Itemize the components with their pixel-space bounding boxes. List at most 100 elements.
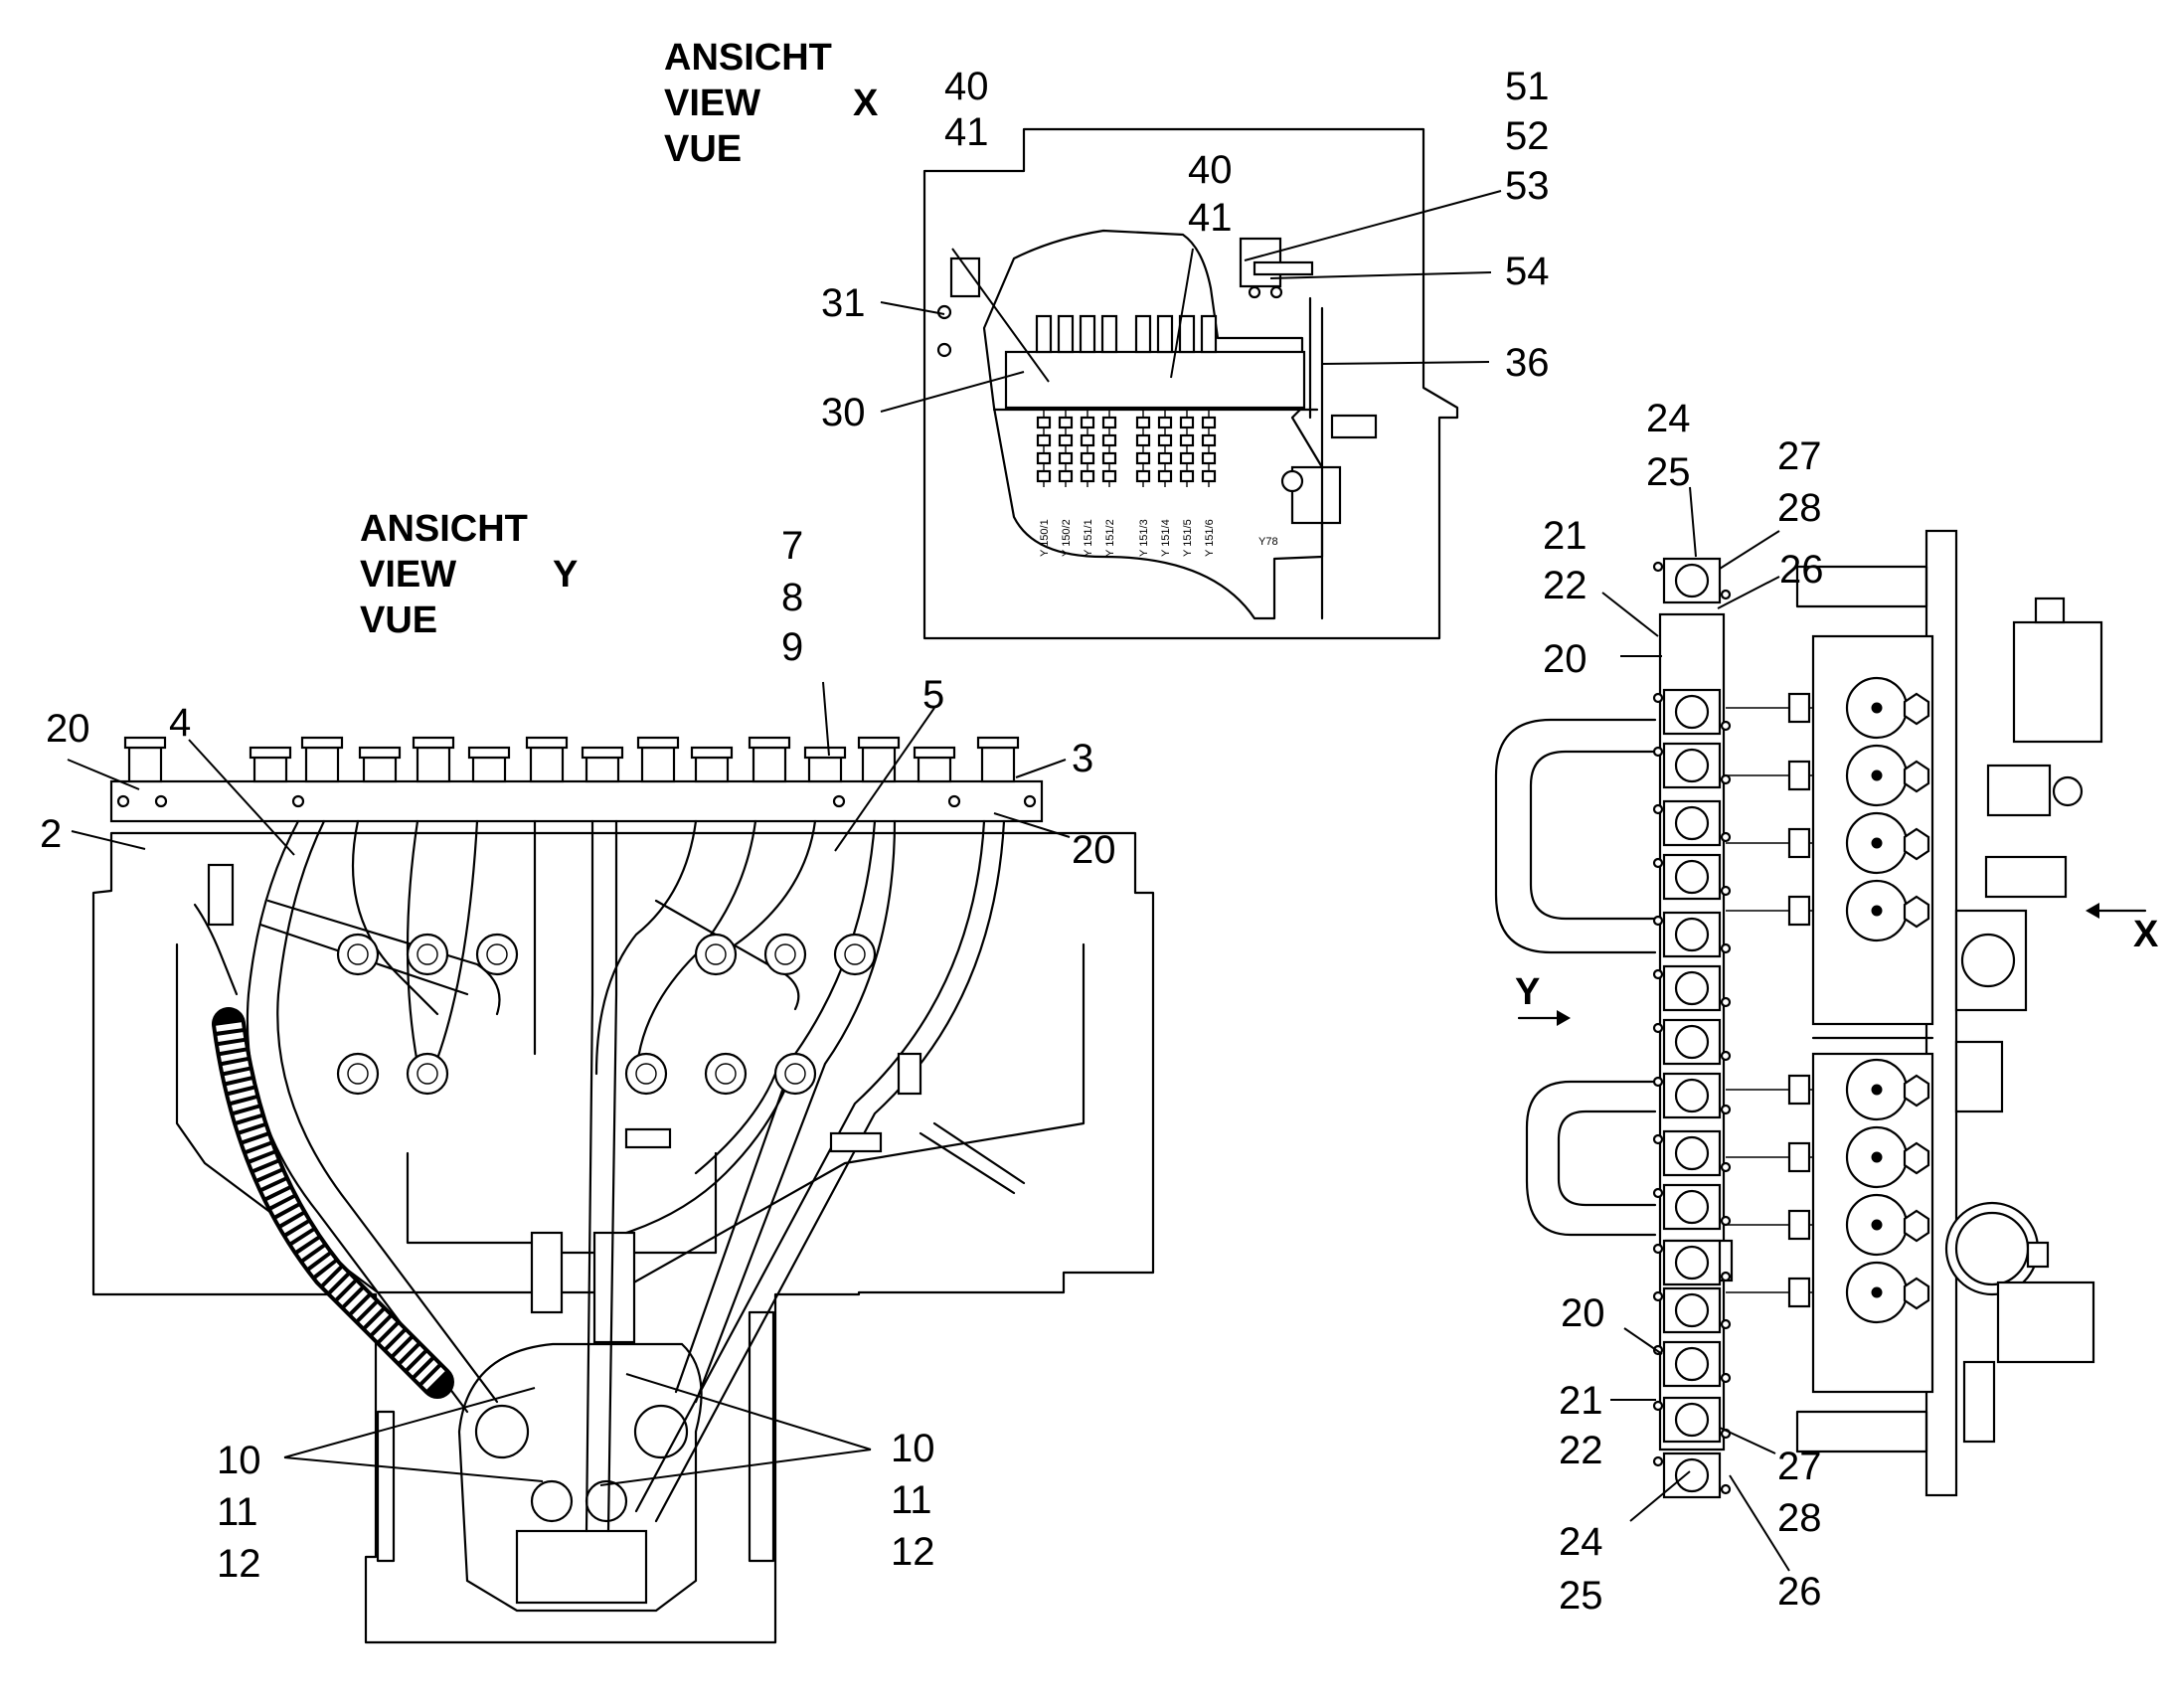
view-y-union xyxy=(829,1131,883,1153)
cable-marker xyxy=(1201,451,1217,465)
valve-boss-core xyxy=(774,943,796,965)
view-x-header-line2: VIEW xyxy=(664,83,760,124)
valve-spool-center xyxy=(1871,1084,1883,1096)
valve-spool-center xyxy=(1871,905,1883,917)
manifold-fitting xyxy=(980,746,1016,783)
view-y-header-line3: VUE xyxy=(360,599,437,641)
view-x-terminal xyxy=(1248,285,1261,299)
cable-marker xyxy=(1080,416,1095,429)
flange-port xyxy=(1674,1292,1710,1328)
valve-connector xyxy=(1787,1209,1811,1241)
flange-bolt xyxy=(1652,1133,1664,1145)
view-y-post-right xyxy=(748,1310,775,1563)
view-y-pipe xyxy=(276,819,499,1404)
flange-bolt xyxy=(1652,1076,1664,1088)
callout-4: 4 xyxy=(169,701,191,745)
cable-marker xyxy=(1135,451,1151,465)
solenoid-coil xyxy=(1100,314,1118,354)
flange-bolt xyxy=(1652,1243,1664,1255)
side-solenoid-block xyxy=(1986,764,2052,817)
view-x-clamp xyxy=(1330,414,1378,439)
view-y-group: ANSICHT VIEW VUE Y xyxy=(40,508,1155,1644)
flange-port xyxy=(1674,970,1710,1006)
cable-marker xyxy=(1036,451,1052,465)
callout-25: 25 xyxy=(1646,450,1691,494)
leader-36 xyxy=(1321,361,1490,365)
manifold-fitting xyxy=(362,756,398,783)
callout-2: 2 xyxy=(40,812,62,856)
side-loop-upper-inner xyxy=(1529,750,1657,921)
callout-26: 26 xyxy=(1777,1570,1822,1614)
flange-bolt xyxy=(1652,915,1664,927)
fitting-cap xyxy=(913,746,956,760)
callout-5: 5 xyxy=(922,673,944,717)
leader-21-top xyxy=(1601,592,1659,637)
flange-bolt xyxy=(1720,720,1732,732)
cable-marker xyxy=(1058,433,1074,447)
solenoid-label: Y 151/6 xyxy=(1204,519,1216,557)
side-loop-lower-inner xyxy=(1557,1110,1657,1207)
view-x-terminal xyxy=(1269,285,1283,299)
solenoid-coil xyxy=(1134,314,1152,354)
callout-20: 20 xyxy=(1543,637,1588,681)
solenoid-label: Y 151/1 xyxy=(1083,519,1094,557)
valve-boss xyxy=(475,933,519,976)
callout-27: 27 xyxy=(1777,1445,1822,1488)
valve-boss xyxy=(704,1052,748,1096)
side-valve-cap xyxy=(2034,597,2066,624)
cable-marker xyxy=(1036,416,1052,429)
fitting-cap xyxy=(690,746,734,760)
view-y-fitting-right xyxy=(897,1052,922,1096)
flange-bolt xyxy=(1720,1271,1732,1282)
valve-boss-core xyxy=(347,943,369,965)
view-y-bar-bolt xyxy=(832,794,846,808)
side-pressure-valve xyxy=(2012,620,2103,744)
cable-marker xyxy=(1080,469,1095,483)
view-y-pipe xyxy=(352,819,439,1016)
leader-27-bottom xyxy=(1719,1427,1776,1454)
valve-boss-core xyxy=(705,943,727,965)
side-valve-stack xyxy=(1726,676,1930,1324)
cable-marker xyxy=(1157,416,1173,429)
leader-4 xyxy=(188,739,295,856)
flange-bolt xyxy=(1720,589,1732,600)
fitting-cap xyxy=(412,736,455,750)
flange-bolt xyxy=(1720,773,1732,785)
flange-bolt xyxy=(1652,1290,1664,1302)
leader-3 xyxy=(1015,759,1067,778)
callout-53: 53 xyxy=(1505,164,1550,208)
flange-port xyxy=(1674,1457,1710,1493)
view-y-bar-bolt xyxy=(291,794,305,808)
leader-20-bottom xyxy=(1623,1327,1663,1355)
cable-marker xyxy=(1036,433,1052,447)
fitting-cap xyxy=(249,746,292,760)
view-y-tube-right xyxy=(932,1121,1026,1185)
leader-5 xyxy=(834,707,935,852)
view-x-housing xyxy=(922,127,1459,640)
flange-port xyxy=(1674,1245,1710,1281)
leader-10-left-a xyxy=(283,1387,536,1458)
fitting-cap xyxy=(857,736,901,750)
side-plate-top xyxy=(1795,565,1928,608)
solenoid-coil xyxy=(1057,314,1075,354)
flange-bolt xyxy=(1720,831,1732,843)
cable-marker xyxy=(1101,451,1117,465)
leader-24-bottom xyxy=(1629,1470,1691,1522)
fitting-cap xyxy=(525,736,569,750)
cable-marker xyxy=(1101,469,1117,483)
fitting-cap xyxy=(803,746,847,760)
arrow-y-label: Y xyxy=(1515,971,1540,1013)
leader-10-right-a xyxy=(625,1373,872,1451)
view-y-pump-port xyxy=(585,1479,628,1523)
callout-20: 20 xyxy=(46,707,90,751)
leader-40-right xyxy=(1170,248,1194,379)
cable-marker xyxy=(1157,451,1173,465)
view-x-valve-plate xyxy=(1004,350,1306,410)
view-x-connector-bolt xyxy=(1280,469,1304,493)
leader-20-left xyxy=(67,759,140,790)
flange-port xyxy=(1674,859,1710,895)
cable-marker xyxy=(1080,433,1095,447)
callout-10: 10 xyxy=(217,1439,261,1482)
view-y-bar-bolt xyxy=(947,794,961,808)
flange-port xyxy=(1674,1346,1710,1382)
